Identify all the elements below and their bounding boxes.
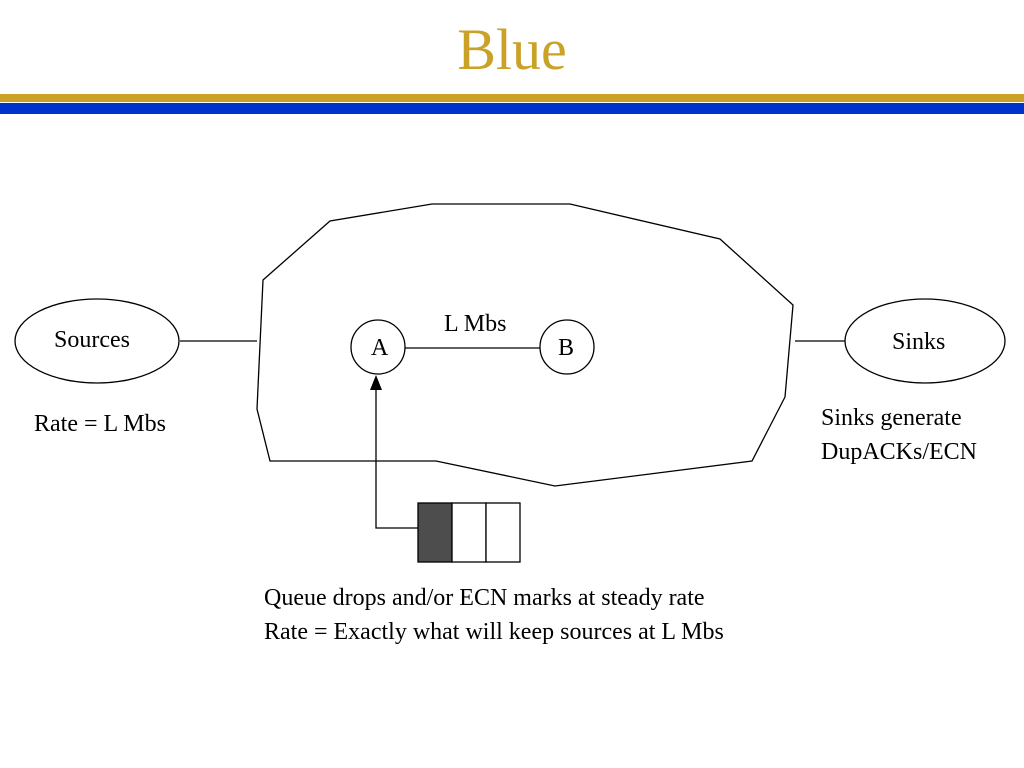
queue	[417, 502, 521, 563]
title-divider-blue	[0, 103, 1024, 114]
node-a-circle	[350, 319, 406, 375]
sinks-note-line: DupACKs/ECN	[821, 439, 978, 465]
queue-slot-empty	[485, 502, 521, 563]
sinks-label: Sinks	[892, 329, 946, 355]
sources-label: Sources	[54, 327, 130, 353]
network-cloud	[256, 203, 794, 487]
queue-arrow-line	[375, 388, 418, 529]
node-a-label: A	[371, 335, 389, 361]
queue-note-line: Rate = Exactly what will keep sources at…	[264, 619, 724, 645]
source-rate-label: Rate = L Mbs	[34, 411, 166, 437]
sinks-note-line: Sinks generate	[821, 405, 962, 431]
queue-note-line: Queue drops and/or ECN marks at steady r…	[264, 585, 705, 611]
link-capacity-label: L Mbs	[444, 311, 507, 337]
node-b-circle	[539, 319, 595, 375]
node-b-label: B	[558, 335, 575, 361]
queue-slot-empty	[451, 502, 487, 563]
queue-slot-filled	[417, 502, 453, 563]
queue-arrow-head	[370, 375, 382, 390]
title-divider-gold	[0, 94, 1024, 102]
sources-ellipse	[14, 298, 180, 384]
slide-title: Blue	[457, 17, 567, 82]
